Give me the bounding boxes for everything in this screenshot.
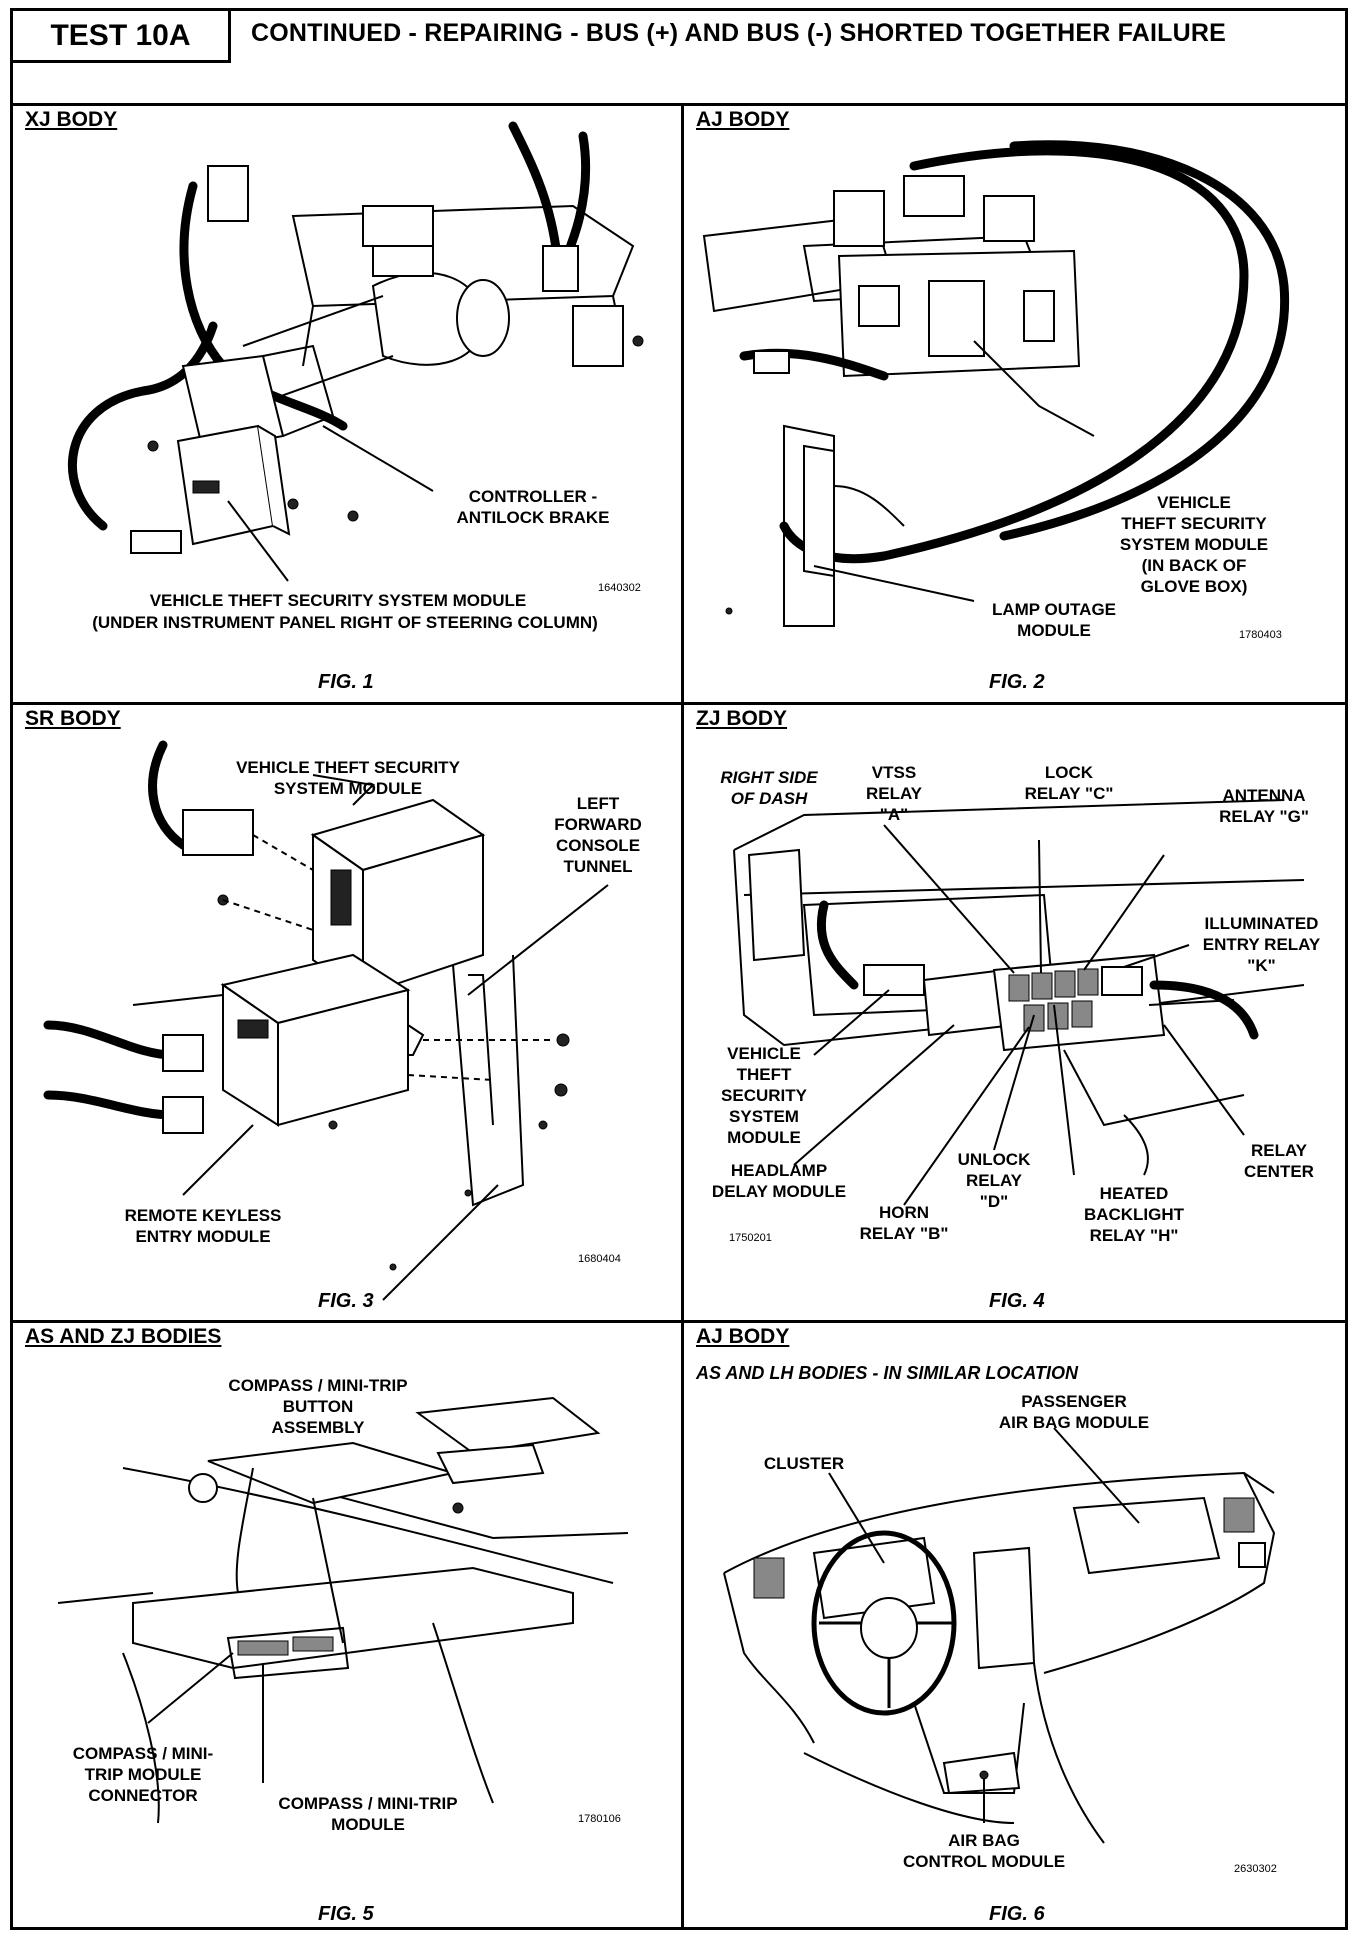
figure-caption: FIG. 5 xyxy=(318,1903,374,1925)
label-unlock-d: "D" xyxy=(979,1192,1009,1211)
label-vtss: VTSS xyxy=(871,763,917,782)
test-id-box: TEST 10A xyxy=(13,11,231,63)
label-air-bag: AIR BAG xyxy=(948,1831,1020,1850)
label-antenna: ANTENNA xyxy=(1222,786,1306,805)
label-compass-module: COMPASS / MINI-TRIP xyxy=(278,1794,458,1813)
panel-title: AS AND ZJ BODIES xyxy=(25,1325,222,1348)
label-lamp-module: MODULE xyxy=(1017,621,1091,640)
panel-xj-body: XJ BODY xyxy=(13,106,681,702)
label-passenger: PASSENGER xyxy=(1021,1392,1127,1411)
grid-divider-vertical xyxy=(681,103,684,1930)
figure-code: 1640302 xyxy=(598,582,641,594)
label-heated-relay-h: RELAY "H" xyxy=(1089,1226,1179,1245)
label-unlock-relay: RELAY xyxy=(965,1171,1023,1190)
label-console: CONSOLE xyxy=(555,836,641,855)
label-assembly: ASSEMBLY xyxy=(271,1418,365,1437)
label-z-module: MODULE xyxy=(727,1128,801,1147)
panel-aj-body-airbag: AJ BODY AS AND LH BODIES - IN SIMILAR LO… xyxy=(684,1323,1345,1930)
label-module: MODULE xyxy=(331,1815,405,1834)
label-controller: CONTROLLER - xyxy=(468,487,598,506)
label-remote-keyless: REMOTE KEYLESS xyxy=(124,1206,282,1225)
figure-caption: FIG. 2 xyxy=(989,671,1045,693)
figure-code: 1780403 xyxy=(1239,629,1282,641)
label-entry-relay: ENTRY RELAY xyxy=(1202,935,1321,954)
label-vtss-relay: RELAY xyxy=(865,784,923,803)
label-unlock: UNLOCK xyxy=(957,1150,1031,1169)
label-forward: FORWARD xyxy=(554,815,642,834)
label-delay-module: DELAY MODULE xyxy=(711,1182,847,1201)
aj-body-illustration xyxy=(702,140,1290,627)
xj-body-illustration xyxy=(68,121,644,582)
label-horn-relay-b: RELAY "B" xyxy=(859,1224,949,1243)
label-left: LEFT xyxy=(576,794,620,813)
label-vtss-module: VEHICLE THEFT SECURITY SYSTEM MODULE xyxy=(149,591,527,610)
label-control-module: CONTROL MODULE xyxy=(902,1852,1066,1871)
panel-subtitle: AS AND LH BODIES - IN SIMILAR LOCATION xyxy=(696,1363,1078,1383)
label-in-back-of: (IN BACK OF xyxy=(1141,556,1247,575)
as-zj-illustration xyxy=(57,1396,629,1824)
label-horn: HORN xyxy=(878,1203,930,1222)
figure-code: 2630302 xyxy=(1234,1863,1277,1875)
panel-title: SR BODY xyxy=(25,707,121,730)
label-entry-module: ENTRY MODULE xyxy=(135,1227,271,1246)
label-theft-security: THEFT SECURITY xyxy=(1121,514,1267,533)
label-z-vehicle: VEHICLE xyxy=(727,1044,801,1063)
service-manual-page: TEST 10A CONTINUED - REPAIRING - BUS (+)… xyxy=(10,8,1348,1930)
label-relay-center: CENTER xyxy=(1244,1162,1314,1181)
label-antenna-relay-g: RELAY "G" xyxy=(1219,807,1309,826)
label-of-dash: OF DASH xyxy=(730,789,808,808)
figure-code: 1680404 xyxy=(578,1253,621,1265)
label-vtss-a: "A" xyxy=(879,805,909,824)
label-z-system: SYSTEM xyxy=(729,1107,799,1126)
label-vtss-system-module: SYSTEM MODULE xyxy=(273,779,423,798)
panel-title: AJ BODY xyxy=(696,1325,790,1348)
panel-title: AJ BODY xyxy=(696,108,790,131)
label-tunnel: TUNNEL xyxy=(563,857,633,876)
grid-divider-row-2 xyxy=(13,1320,1345,1323)
figure-code: 1750201 xyxy=(729,1232,772,1244)
sr-body-illustration xyxy=(43,740,609,1301)
label-headlamp: HEADLAMP xyxy=(730,1161,828,1180)
label-antilock-brake: ANTILOCK BRAKE xyxy=(456,508,610,527)
label-heated: HEATED xyxy=(1099,1184,1169,1203)
label-illuminated: ILLUMINATED xyxy=(1204,914,1319,933)
label-vehicle: VEHICLE xyxy=(1157,493,1231,512)
figure-caption: FIG. 3 xyxy=(318,1290,374,1312)
label-vtss: VEHICLE THEFT SECURITY xyxy=(236,758,460,777)
figure-caption: FIG. 1 xyxy=(318,671,374,693)
label-air-bag-module: AIR BAG MODULE xyxy=(998,1413,1150,1432)
panel-title: XJ BODY xyxy=(25,108,118,131)
label-relay-center-relay: RELAY xyxy=(1250,1141,1308,1160)
panel-sr-body: SR BODY xyxy=(13,705,681,1320)
zj-body-illustration xyxy=(733,799,1305,1206)
label-lock-relay-c: RELAY "C" xyxy=(1024,784,1114,803)
label-glove-box: GLOVE BOX) xyxy=(1140,577,1248,596)
label-lock: LOCK xyxy=(1044,763,1094,782)
label-lamp-outage: LAMP OUTAGE xyxy=(991,600,1117,619)
panel-title: ZJ BODY xyxy=(696,707,788,730)
figure-caption: FIG. 4 xyxy=(989,1290,1045,1312)
label-connector: CONNECTOR xyxy=(88,1786,198,1805)
label-compass-connector: COMPASS / MINI- xyxy=(72,1744,214,1763)
grid-divider-row-1 xyxy=(13,702,1345,705)
label-entry-relay-k: "K" xyxy=(1247,956,1276,975)
label-trip-module: TRIP MODULE xyxy=(84,1765,202,1784)
page-header: TEST 10A CONTINUED - REPAIRING - BUS (+)… xyxy=(13,11,1345,106)
label-cluster: CLUSTER xyxy=(763,1454,845,1473)
label-z-theft: THEFT xyxy=(736,1065,792,1084)
label-vtss-location: (UNDER INSTRUMENT PANEL RIGHT OF STEERIN… xyxy=(92,613,598,632)
aj-airbag-illustration xyxy=(723,1427,1276,1844)
label-backlight: BACKLIGHT xyxy=(1083,1205,1185,1224)
page-title: CONTINUED - REPAIRING - BUS (+) AND BUS … xyxy=(251,19,1226,47)
label-z-security: SECURITY xyxy=(721,1086,807,1105)
label-system-module: SYSTEM MODULE xyxy=(1119,535,1269,554)
figure-caption: FIG. 6 xyxy=(989,1903,1045,1925)
label-button: BUTTON xyxy=(282,1397,354,1416)
panel-aj-body: AJ BODY VEHICLE xyxy=(684,106,1345,702)
label-right-side: RIGHT SIDE xyxy=(720,768,818,787)
panel-as-zj-bodies: AS AND ZJ BODIES COMPASS / MINI-TRIP xyxy=(13,1323,681,1930)
label-compass-button: COMPASS / MINI-TRIP xyxy=(228,1376,408,1395)
panel-zj-body: ZJ BODY xyxy=(684,705,1345,1320)
figure-code: 1780106 xyxy=(578,1813,621,1825)
